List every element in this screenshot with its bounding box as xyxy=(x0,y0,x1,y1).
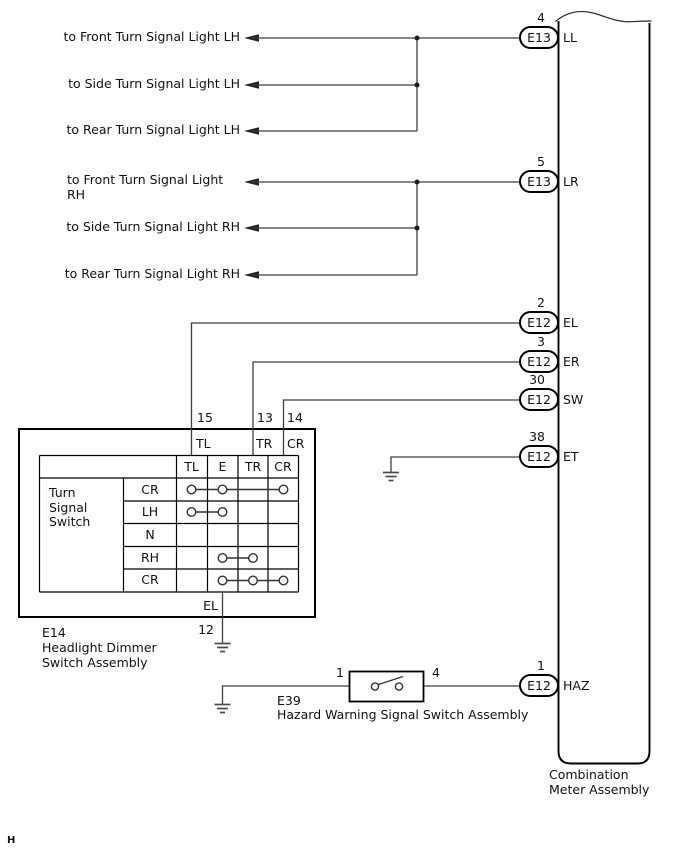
terminal-label: SW xyxy=(563,392,584,407)
arrowheads xyxy=(244,34,259,279)
pin-number: 12 xyxy=(198,622,214,637)
connector-oval: E12 xyxy=(519,311,559,334)
pin-number: 3 xyxy=(537,334,545,349)
switch-table-grid xyxy=(38,454,300,593)
destination-label: to Rear Turn Signal Light LH xyxy=(66,122,241,137)
ground-icon xyxy=(214,471,399,714)
terminal-label: TR xyxy=(256,436,273,451)
table-column-header: TL xyxy=(184,459,199,474)
switch-contacts xyxy=(186,484,289,586)
connector-oval: E12 xyxy=(519,350,559,373)
terminal-label: HAZ xyxy=(563,678,590,693)
junction-dots xyxy=(414,35,420,231)
destination-label: to Rear Turn Signal Light RH xyxy=(64,266,240,281)
pin-number: 15 xyxy=(197,410,213,425)
component-name: Turn Signal Switch xyxy=(49,485,91,529)
pin-number: 38 xyxy=(529,429,545,444)
table-row-label: LH xyxy=(141,504,159,519)
terminal-label: TL xyxy=(196,436,211,451)
table-column-header: TR xyxy=(244,459,262,474)
terminal-label: ET xyxy=(563,449,579,464)
terminal-label: ER xyxy=(563,354,580,369)
assembly-caption: Hazard Warning Signal Switch Assembly xyxy=(277,707,529,722)
pin-number: 4 xyxy=(537,10,545,25)
table-row-label: CR xyxy=(141,482,159,497)
pin-number: 2 xyxy=(537,295,545,310)
pin-number: 5 xyxy=(537,154,545,169)
table-column-header: E xyxy=(218,459,227,474)
connector-id: E39 xyxy=(277,693,301,708)
destination-label: to Side Turn Signal Light RH xyxy=(66,219,240,234)
connector-oval: E12 xyxy=(519,674,559,697)
table-row-label: RH xyxy=(140,550,160,565)
connector-oval: E12 xyxy=(519,445,559,468)
pin-number: 1 xyxy=(537,658,545,673)
pin-number: 14 xyxy=(287,410,303,425)
pin-number: 4 xyxy=(432,665,440,680)
hazard-switch-symbol xyxy=(348,670,425,703)
terminal-label: LL xyxy=(563,30,577,45)
connector-oval: E12 xyxy=(519,388,559,411)
assembly-caption: Headlight Dimmer Switch Assembly xyxy=(42,640,157,670)
table-row-label: CR xyxy=(141,572,159,587)
combination-meter-caption: Combination Meter Assembly xyxy=(549,767,650,797)
connector-oval: E13 xyxy=(519,26,559,49)
page-marker: H xyxy=(7,835,16,846)
destination-label: to Front Turn Signal Light RH xyxy=(67,172,224,202)
table-row-label: N xyxy=(145,527,155,542)
destination-label: to Side Turn Signal Light LH xyxy=(68,76,240,91)
pin-number: 1 xyxy=(336,665,344,680)
connector-id: E14 xyxy=(42,625,66,640)
break-wave xyxy=(555,11,652,23)
terminal-label: EL xyxy=(203,598,218,613)
pin-number: 30 xyxy=(529,372,545,387)
terminal-label: CR xyxy=(287,436,305,451)
pin-number: 13 xyxy=(257,410,273,425)
terminal-label: LR xyxy=(563,174,579,189)
destination-label: to Front Turn Signal Light LH xyxy=(63,29,241,44)
terminal-label: EL xyxy=(563,315,578,330)
table-column-header: CR xyxy=(274,459,292,474)
wires xyxy=(190,37,521,704)
connector-oval: E13 xyxy=(519,170,559,193)
combination-meter-box xyxy=(555,11,652,765)
